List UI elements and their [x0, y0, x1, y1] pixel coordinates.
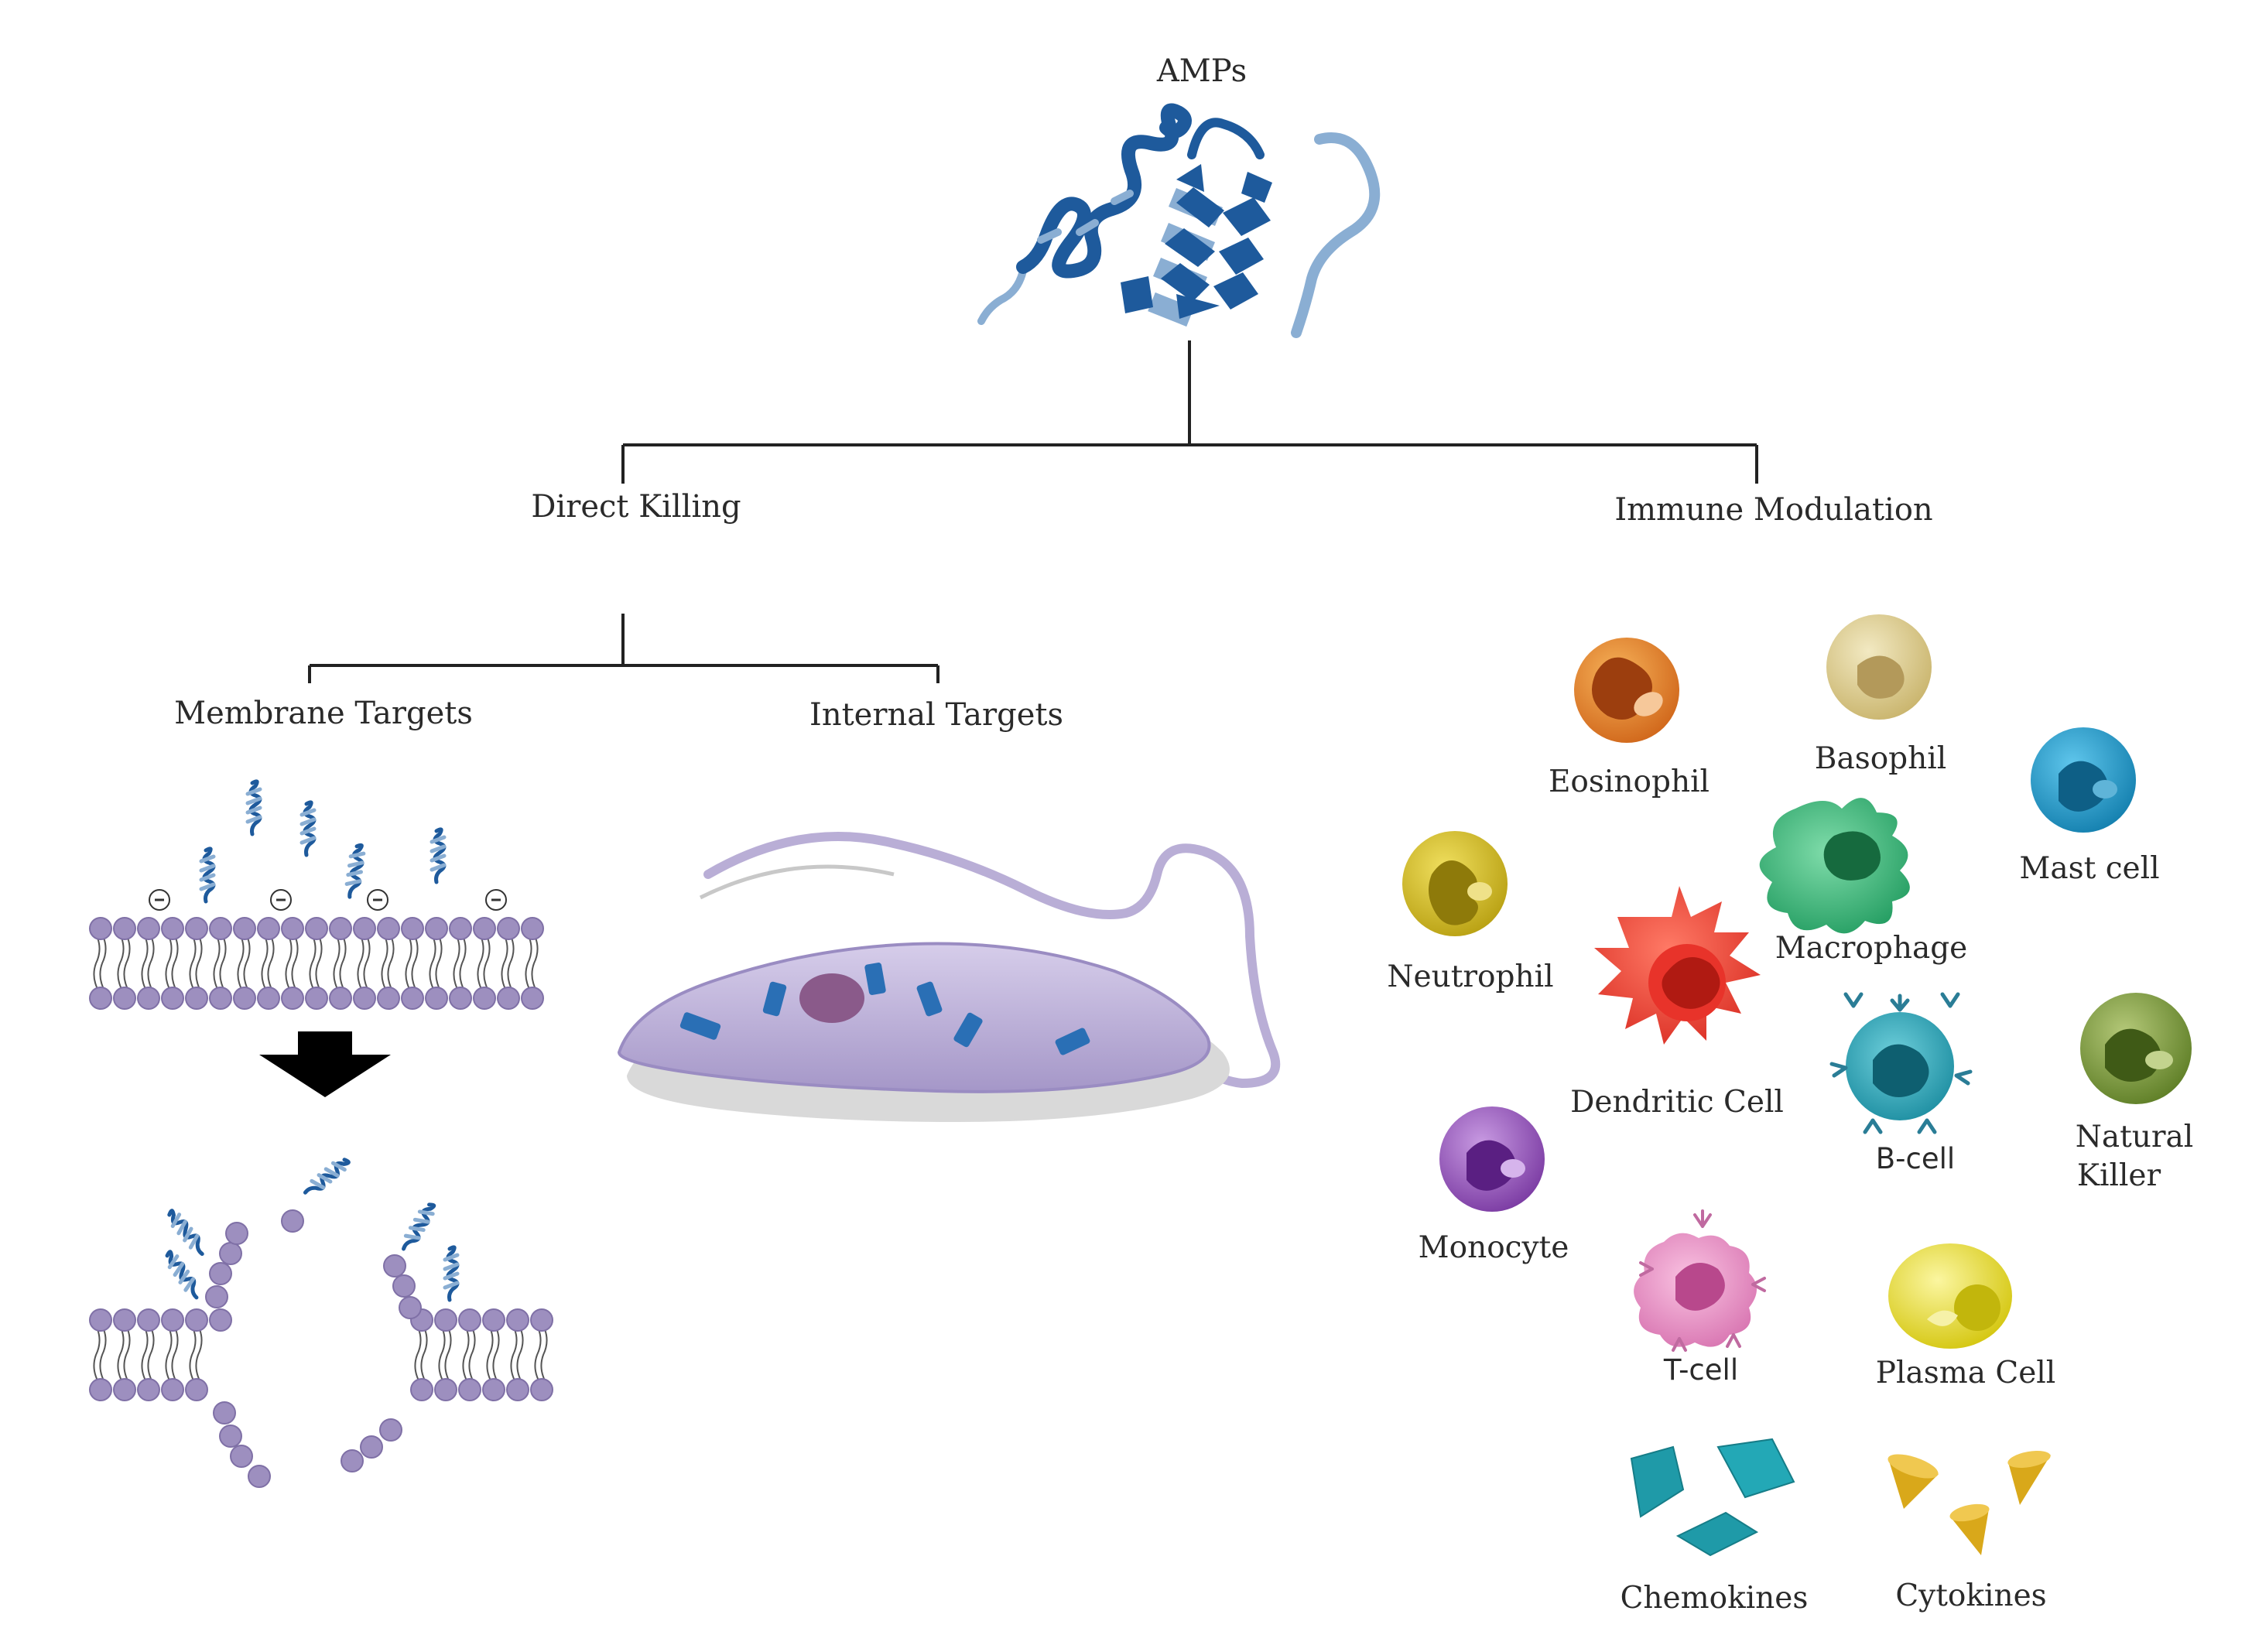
natural-killer-label-line2: Killer [2077, 1158, 2161, 1193]
amp-structures [977, 103, 1381, 338]
internal-targets-label: Internal Targets [809, 697, 1063, 733]
t-cell-label: T-cell [1663, 1353, 1738, 1387]
immune-cells [1402, 614, 2192, 1352]
disrupted-membrane-illustration [89, 1155, 553, 1488]
macrophage-label: Macrophage [1775, 931, 1968, 966]
neutrophil-label: Neutrophil [1387, 959, 1553, 994]
basophil-cell-icon [1826, 614, 1932, 720]
chemokine-shapes [1630, 1438, 1795, 1557]
cytokine-shapes [1888, 1451, 2051, 1555]
eosinophil-label: Eosinophil [1549, 764, 1710, 799]
negative-charge-markers [149, 889, 507, 911]
dendritic-cell-icon [1594, 886, 1761, 1045]
plasma-cell-label: Plasma Cell [1876, 1356, 2055, 1390]
amps-title: AMPs [1156, 53, 1247, 89]
t-cell-icon [1634, 1209, 1766, 1352]
dendritic-cell-label: Dendritic Cell [1570, 1085, 1784, 1120]
b-cell-icon [1829, 992, 1973, 1134]
random-coil-peptide-icon [1291, 132, 1381, 338]
tree-connectors [308, 340, 1758, 683]
chemokines-label: Chemokines [1621, 1581, 1809, 1616]
neutrophil-cell-icon [1402, 831, 1508, 936]
intact-membrane-illustration [89, 782, 544, 1010]
immune-modulation-label: Immune Modulation [1614, 492, 1932, 528]
membrane-peptides [201, 782, 444, 901]
alpha-helix-peptide-icon [977, 103, 1192, 325]
b-cell-label: B-cell [1876, 1142, 1955, 1175]
natural-killer-cell-icon [2080, 993, 2192, 1104]
mast-cell-label: Mast cell [2019, 851, 2159, 886]
macrophage-cell-icon [1759, 798, 1910, 934]
beta-sheet-peptide-icon [1121, 118, 1272, 327]
monocyte-label: Monocyte [1419, 1230, 1569, 1265]
mast-cell-icon [2031, 727, 2136, 833]
direct-killing-label: Direct Killing [531, 489, 741, 525]
monocyte-cell-icon [1439, 1106, 1545, 1212]
membrane-targets-label: Membrane Targets [174, 696, 473, 731]
plasma-cell-icon [1888, 1243, 2012, 1349]
natural-killer-label-line1: Natural [2076, 1120, 2194, 1154]
basophil-label: Basophil [1815, 741, 1946, 776]
pore-peptides [163, 1155, 457, 1301]
cytokines-label: Cytokines [1895, 1578, 2046, 1613]
down-arrow-icon [259, 1031, 391, 1097]
eosinophil-cell-icon [1574, 638, 1679, 743]
internal-peptide-markers [679, 963, 1090, 1055]
parasite-cell-illustration [617, 832, 1281, 1122]
